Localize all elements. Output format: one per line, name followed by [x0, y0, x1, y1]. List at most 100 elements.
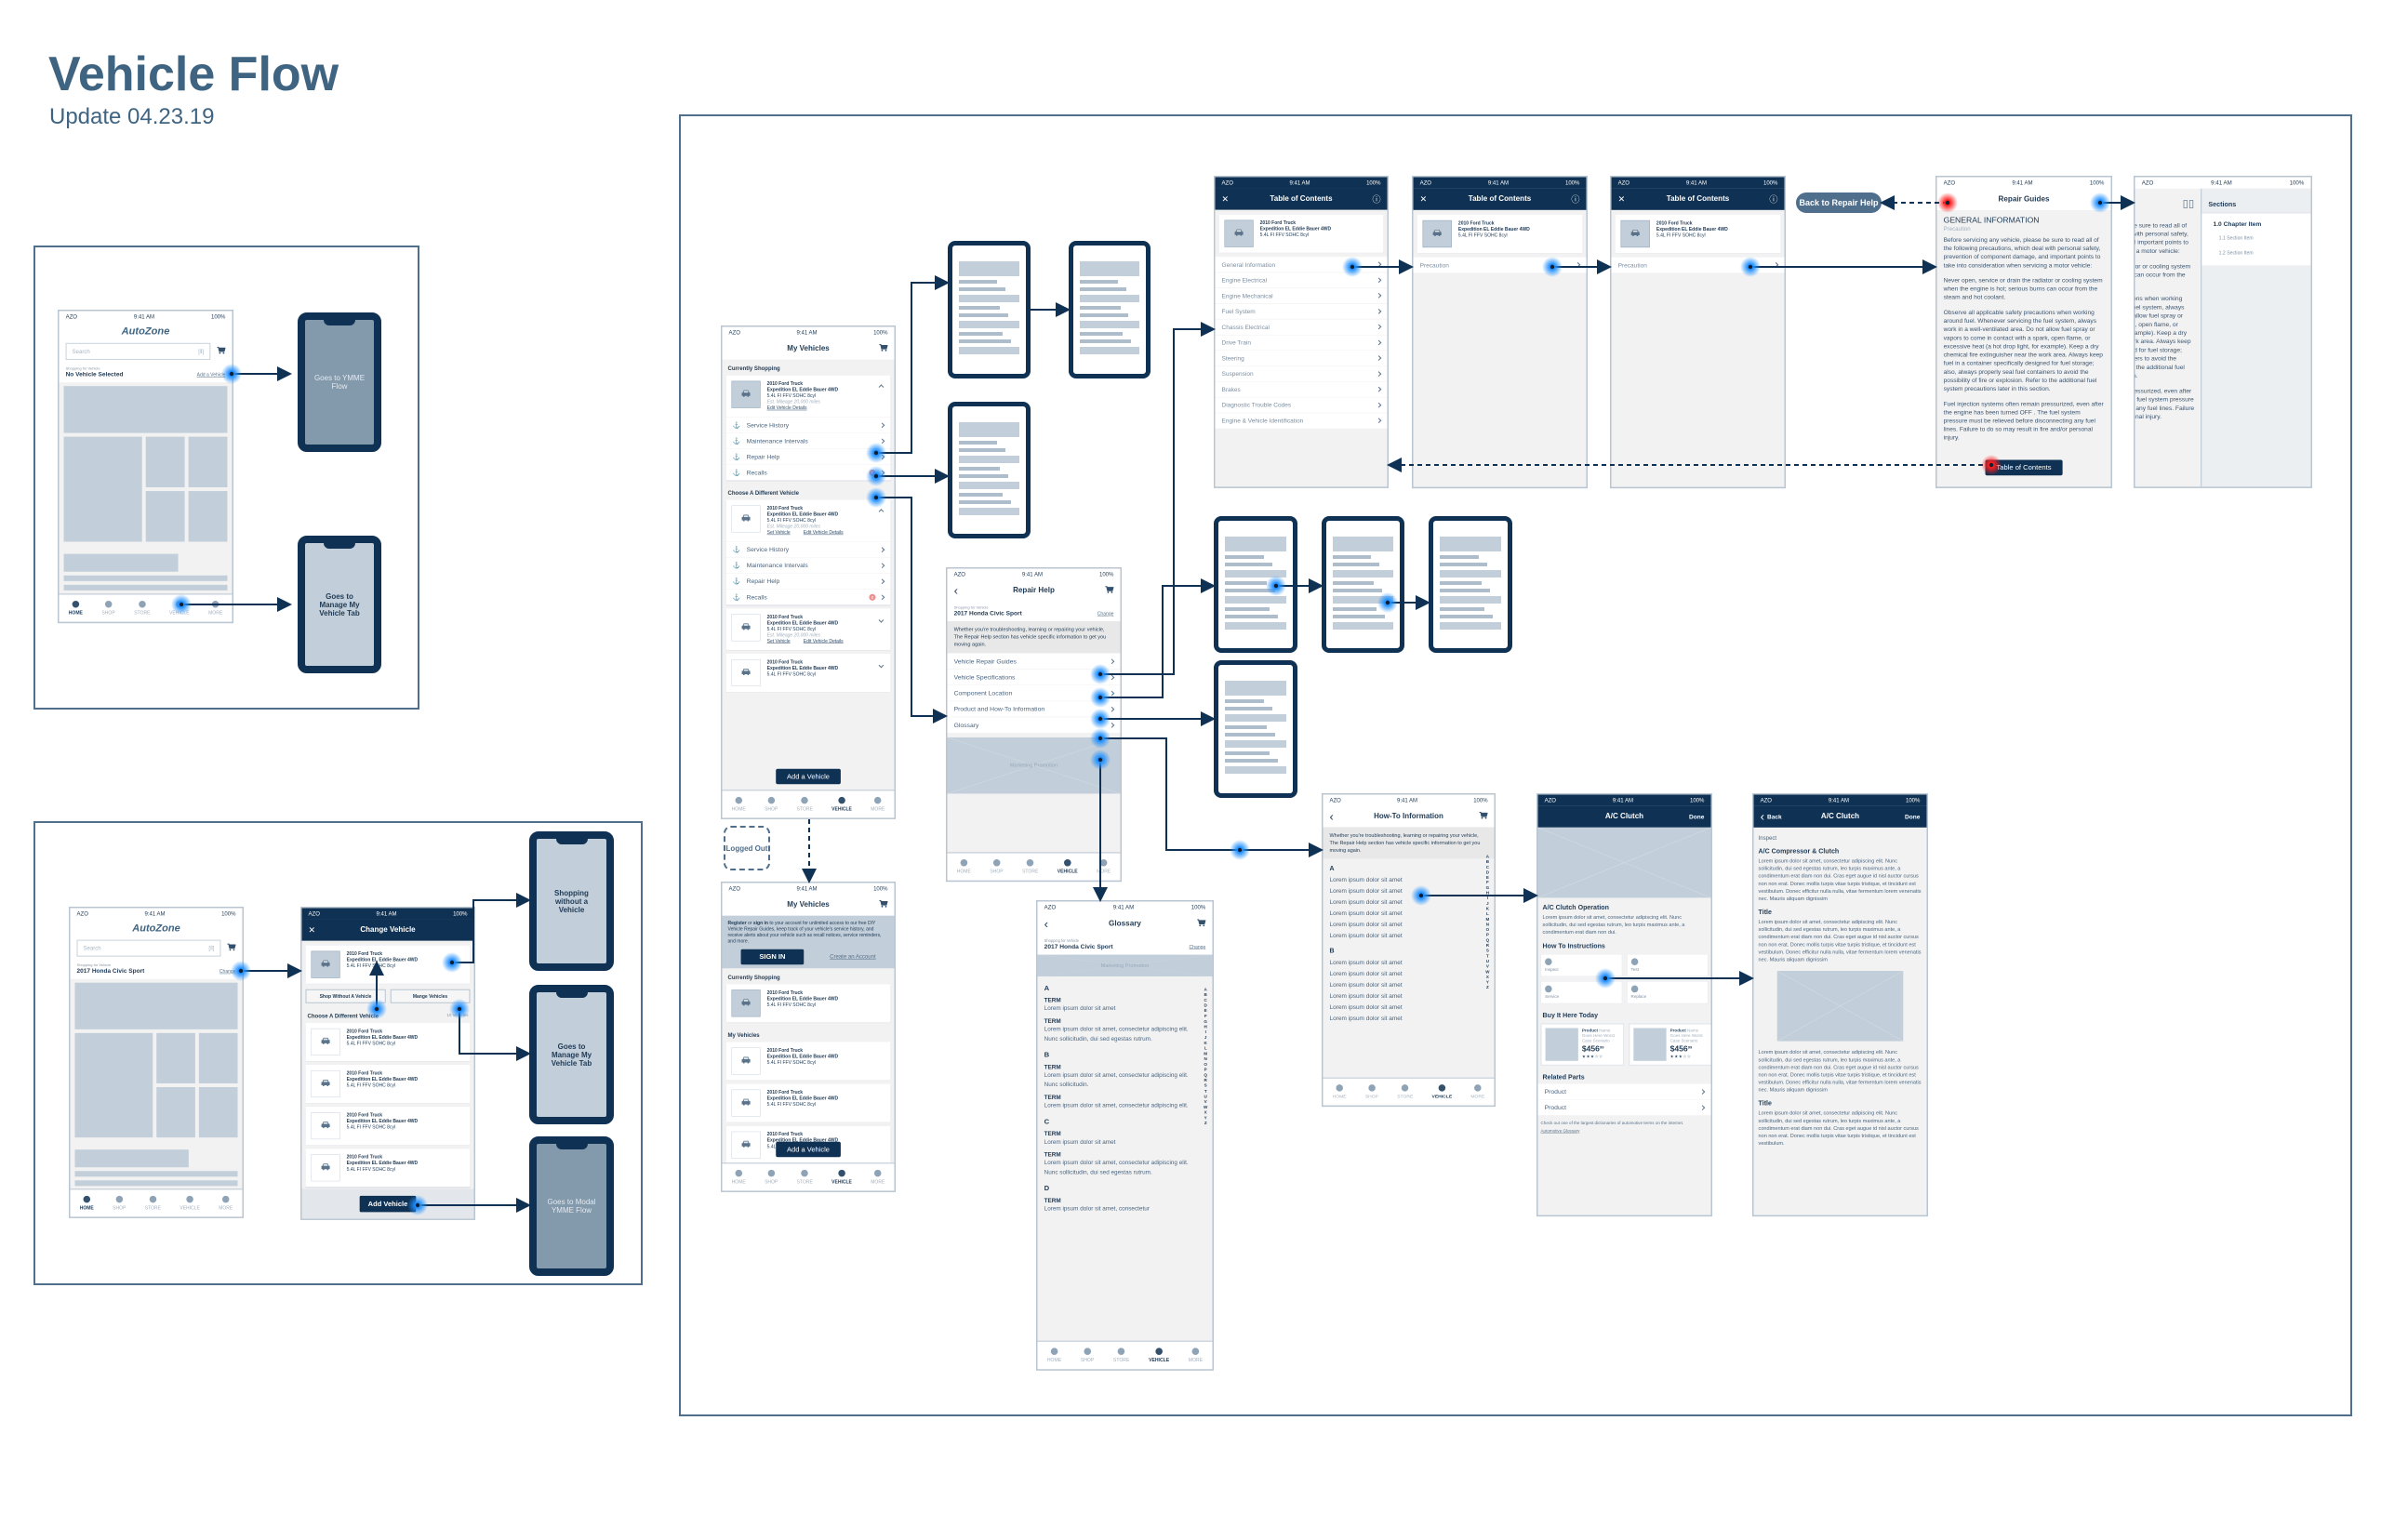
sign-in-button[interactable]: SIGN IN: [740, 949, 805, 965]
tab-home[interactable]: HOME: [957, 858, 971, 874]
index-letter-e[interactable]: E: [1204, 1008, 1207, 1014]
marketing-promotion-banner[interactable]: Marketing Promotion: [947, 737, 1121, 794]
toc-item-general-information[interactable]: General Information: [1215, 256, 1388, 272]
mange-vehicles-button[interactable]: Mange Vehicles: [390, 989, 471, 1003]
tab-home[interactable]: HOME: [732, 1169, 746, 1185]
thumbnail-screen-3[interactable]: [948, 402, 1031, 538]
tab-vehicle[interactable]: VEHICLE: [1432, 1084, 1452, 1099]
add-vehicle-button[interactable]: Add Vehicle: [359, 1195, 417, 1213]
index-letter-z[interactable]: Z: [1204, 1121, 1207, 1126]
link-set-vehicle[interactable]: Set Vehicle: [766, 638, 791, 644]
cart-icon[interactable]: [879, 899, 888, 910]
how-to-card-inspect[interactable]: Inspect: [1540, 953, 1622, 977]
shopping-vehicle-link[interactable]: Change: [1189, 944, 1206, 950]
tab-home[interactable]: HOME: [1333, 1084, 1347, 1099]
how-to-item[interactable]: Lorem ipsum dolor sit amet: [1329, 876, 1403, 883]
index-letter-x[interactable]: X: [1204, 1109, 1207, 1115]
menu-item-product[interactable]: Product: [1537, 1082, 1711, 1100]
menu-item-product-and-how-to-information[interactable]: Product and How-To Information: [947, 700, 1121, 717]
tab-more[interactable]: MORE: [219, 1195, 233, 1211]
index-letter-y[interactable]: Y: [1204, 1115, 1207, 1121]
toc-item-diagnostic-trouble-codes[interactable]: Diagnostic Trouble Codes: [1215, 396, 1388, 413]
glossary-term[interactable]: TERM: [1044, 1017, 1061, 1025]
how-to-item[interactable]: Lorem ipsum dolor sit amet: [1329, 969, 1403, 977]
info-icon[interactable]: ⓘ: [1571, 194, 1580, 205]
tab-shop[interactable]: SHOP: [990, 858, 1004, 874]
tab-shop[interactable]: SHOP: [101, 600, 115, 616]
menu-item-component-location[interactable]: Component Location: [947, 684, 1121, 701]
thumbnail-screen-1[interactable]: [948, 241, 1031, 378]
chapter-item[interactable]: 1.0 Chapter Item: [2213, 219, 2262, 228]
index-letter-l[interactable]: L: [1486, 911, 1489, 917]
tab-store[interactable]: STORE: [145, 1195, 161, 1211]
add-a-vehicle-button[interactable]: Add a Vehicle: [775, 1141, 842, 1158]
toc-item-engine-vehicle-identification[interactable]: Engine & Vehicle Identification: [1215, 412, 1388, 429]
toc-item-chassis-electrical[interactable]: Chassis Electrical: [1215, 318, 1388, 335]
index-letter-p[interactable]: P: [1204, 1067, 1207, 1072]
tab-store[interactable]: STORE: [1022, 858, 1038, 874]
tab-shop[interactable]: SHOP: [765, 796, 778, 812]
thumbnail-screen-7[interactable]: [1214, 660, 1297, 798]
close-icon[interactable]: ✕: [1221, 193, 1230, 204]
back-icon[interactable]: ‹: [1329, 809, 1334, 824]
index-letter-h[interactable]: H: [1485, 890, 1490, 896]
menu-item-service-history[interactable]: ⚓Service History: [725, 417, 891, 433]
glossary-term[interactable]: TERM: [1044, 1130, 1061, 1137]
index-letter-f[interactable]: F: [1486, 880, 1489, 885]
index-letter-q[interactable]: Q: [1204, 1072, 1207, 1078]
thumbnail-screen-5[interactable]: [1322, 516, 1404, 653]
index-letter-z[interactable]: Z: [1486, 985, 1489, 990]
tab-more[interactable]: MORE: [1470, 1084, 1484, 1099]
tab-more[interactable]: MORE: [871, 796, 885, 812]
index-letter-s[interactable]: S: [1485, 948, 1489, 953]
tab-vehicle[interactable]: VEHICLE: [169, 600, 190, 616]
cart-icon[interactable]: [1479, 811, 1488, 821]
index-letter-d[interactable]: D: [1485, 870, 1490, 875]
barcode-scan-icon[interactable]: [⦀]: [198, 348, 205, 355]
index-letter-v[interactable]: V: [1204, 1099, 1207, 1105]
toc-item-fuel-system[interactable]: Fuel System: [1215, 303, 1388, 319]
index-letter-g[interactable]: G: [1485, 885, 1490, 891]
section-item[interactable]: 1.2 Section Item: [2218, 250, 2254, 257]
index-letter-j[interactable]: J: [1486, 901, 1489, 907]
tab-store[interactable]: STORE: [1113, 1348, 1129, 1363]
menu-item-repair-help[interactable]: ⚓Repair Help: [725, 448, 891, 465]
index-letter-u[interactable]: U: [1485, 958, 1490, 963]
index-letter-i[interactable]: I: [1486, 896, 1489, 901]
toc-item-engine-mechanical[interactable]: Engine Mechanical: [1215, 287, 1388, 304]
tab-shop[interactable]: SHOP: [1365, 1084, 1378, 1099]
shopping-vehicle-link[interactable]: Add a Vehicle: [196, 372, 226, 378]
tab-more[interactable]: MORE: [871, 1169, 885, 1185]
add-a-vehicle-button[interactable]: Add a Vehicle: [775, 768, 842, 785]
index-letter-r[interactable]: R: [1204, 1078, 1207, 1083]
index-letter-o[interactable]: O: [1204, 1061, 1207, 1067]
tab-shop[interactable]: SHOP: [113, 1195, 126, 1211]
tab-store[interactable]: STORE: [797, 796, 813, 812]
back-button[interactable]: Back: [1766, 813, 1782, 820]
index-letter-a[interactable]: A: [1485, 854, 1490, 859]
toc-item-steering[interactable]: Steering: [1215, 350, 1388, 366]
how-to-item[interactable]: Lorem ipsum dolor sit amet: [1329, 909, 1403, 917]
toc-item-engine-electrical[interactable]: Engine Electrical: [1215, 272, 1388, 288]
index-letter-k[interactable]: K: [1485, 906, 1490, 911]
index-letter-j[interactable]: J: [1204, 1034, 1207, 1041]
how-to-item[interactable]: Lorem ipsum dolor sit amet: [1329, 959, 1403, 966]
product-card[interactable]: Product Name Goes Here Worst Case Scenar…: [1540, 1023, 1625, 1066]
menu-item-vehicle-specifications[interactable]: Vehicle Specifications: [947, 669, 1121, 685]
tab-shop[interactable]: SHOP: [765, 1169, 778, 1185]
how-to-item[interactable]: Lorem ipsum dolor sit amet: [1329, 898, 1403, 906]
